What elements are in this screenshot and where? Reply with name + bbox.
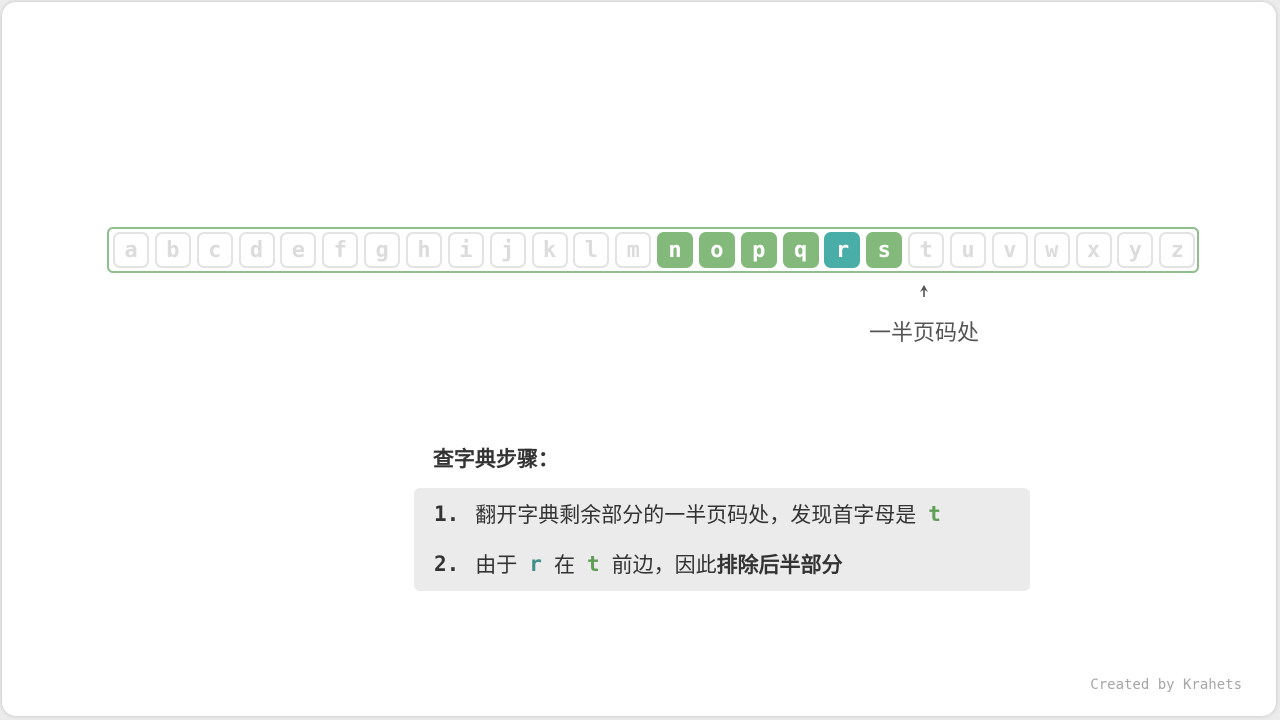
letter-cell-q: q — [782, 232, 819, 268]
letter-cell-v: v — [991, 232, 1028, 268]
letter-cell-i: i — [447, 232, 484, 268]
step-2-suffix: 前边，因此 — [611, 553, 717, 577]
step-2-number: 2. — [434, 552, 460, 576]
letter-cell-g: g — [364, 232, 401, 268]
letter-cell-p: p — [740, 232, 777, 268]
letter-cell-o: o — [698, 232, 735, 268]
letter-cell-d: d — [238, 232, 275, 268]
step-1-number: 1. — [434, 502, 460, 526]
letter-cell-a: a — [113, 232, 149, 268]
credit: Created by Krahets — [1090, 677, 1242, 693]
letter-cell-z: z — [1159, 232, 1196, 268]
step-2-prefix: 由于 — [475, 553, 518, 577]
steps-heading: 查字典步骤： — [433, 447, 559, 471]
step-2-bold: 排除后半部分 — [716, 553, 843, 577]
letter-cell-f: f — [322, 232, 359, 268]
letter-cell-t: t — [908, 232, 945, 268]
letter-cell-e: e — [280, 232, 317, 268]
step-2-middle: 在 — [553, 553, 575, 577]
step-1-code: t — [928, 502, 941, 526]
letter-cell-m: m — [615, 232, 652, 268]
step-2: 2. 由于 r 在 t 前边，因此 排除后半部分 — [434, 549, 843, 579]
step-2-code-t: t — [586, 552, 600, 576]
letter-cell-k: k — [531, 232, 568, 268]
letter-cell-x: x — [1075, 232, 1112, 268]
letter-cell-r: r — [824, 232, 861, 268]
pointer-label: 一半页码处 — [868, 321, 979, 346]
letter-cell-s: s — [866, 232, 903, 268]
letter-cell-j: j — [489, 232, 526, 268]
letter-cell-l: l — [573, 232, 610, 268]
letter-cell-h: h — [405, 232, 442, 268]
letter-cell-c: c — [196, 232, 233, 268]
step-1: 1. 翻开字典剩余部分的一半页码处，发现首字母是 t — [434, 499, 953, 529]
step-2-code-r: r — [529, 552, 542, 576]
letter-cell-b: b — [154, 232, 191, 268]
letter-cell-w: w — [1033, 232, 1070, 268]
step-1-text: 翻开字典剩余部分的一半页码处，发现首字母是 — [475, 503, 917, 527]
letter-cell-n: n — [657, 232, 694, 268]
pointer-arrow-icon — [920, 285, 928, 297]
steps-box: 1. 翻开字典剩余部分的一半页码处，发现首字母是 t 2. 由于 r 在 t 前… — [414, 488, 1030, 591]
letter-cell-y: y — [1117, 232, 1154, 268]
letter-cell-u: u — [950, 232, 986, 268]
